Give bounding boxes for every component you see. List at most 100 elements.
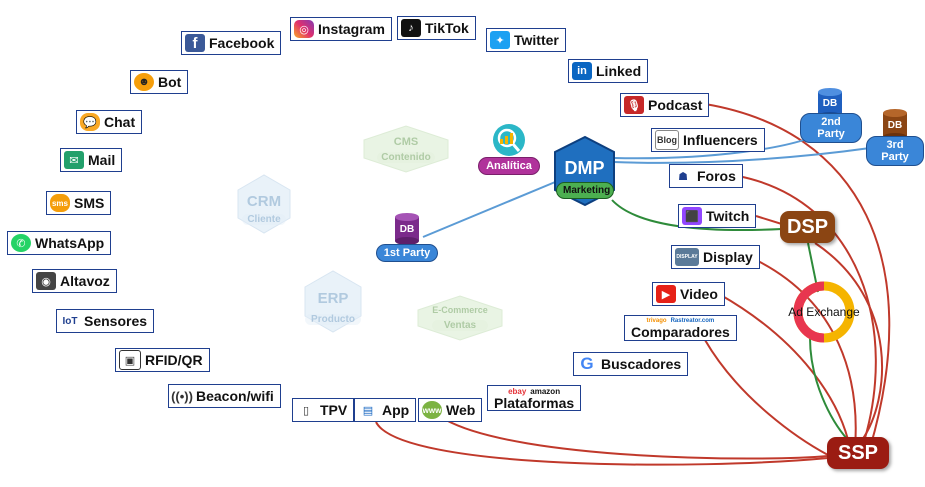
- youtube-icon: ▶: [656, 285, 676, 303]
- channel-label: Foros: [697, 168, 736, 184]
- analytics-label: Analítica: [478, 157, 540, 175]
- erp-hexagon: [304, 270, 362, 333]
- linkedin-icon: in: [572, 62, 592, 80]
- db-2nd-party: 2nd Party: [800, 113, 862, 143]
- channel-display: DISPLAY Display: [671, 245, 760, 269]
- channel-chat: 💬 Chat: [76, 110, 143, 134]
- channel-web: www Web: [418, 398, 483, 422]
- channel-label: App: [382, 402, 410, 418]
- ebay-amazon-icon: ebay amazon: [508, 387, 560, 396]
- link-comparadores-ssp: [704, 339, 829, 456]
- link-foros-ssp: [737, 175, 877, 449]
- cms-hexagon: [363, 125, 449, 173]
- channel-linked: in Linked: [568, 59, 649, 83]
- ad-exchange-label: Ad Exchange: [788, 305, 860, 319]
- beacon-icon: ((•)): [171, 387, 193, 405]
- trivago-logo-text: trivago: [646, 318, 667, 324]
- channel-bot: ☻ Bot: [130, 70, 189, 94]
- channel-podcast: 🎙 Podcast: [620, 93, 710, 117]
- channel-label: Chat: [104, 114, 136, 130]
- mobile-app-icon: ▤: [358, 401, 378, 419]
- db-2nd-cylinder: [818, 88, 842, 120]
- channel-tpv: ▯ TPV: [292, 398, 355, 422]
- iot-icon: IoT: [60, 312, 80, 330]
- channel-comparadores: trivago Rastreator.com Comparadores: [624, 315, 737, 341]
- channel-twitch: ⬛ Twitch: [678, 204, 757, 228]
- channel-label: Linked: [596, 63, 642, 79]
- channel-label: TPV: [320, 402, 348, 418]
- ecommerce-subtitle: Ventas: [432, 320, 488, 331]
- whatsapp-icon: ✆: [11, 234, 31, 252]
- google-icon: G: [577, 354, 597, 373]
- amazon-logo-text: amazon: [530, 387, 561, 396]
- channel-whatsapp: ✆ WhatsApp: [7, 231, 112, 255]
- display-icon: DISPLAY: [675, 248, 699, 266]
- channel-label: Comparadores: [631, 324, 730, 340]
- ssp-box: SSP: [827, 437, 889, 469]
- channel-label: Bot: [158, 74, 182, 90]
- db-2nd-label: DB: [822, 98, 838, 109]
- ad-exchange-logo: [793, 281, 855, 343]
- channel-label: Web: [446, 402, 476, 418]
- db-3rd-party: 3rd Party: [866, 136, 924, 166]
- twitter-icon: ✦: [490, 31, 510, 49]
- db-1st-cylinder: [395, 213, 419, 245]
- bot-icon: ☻: [134, 73, 154, 91]
- forum-icon: ☗: [673, 167, 693, 185]
- channel-video: ▶ Video: [652, 282, 725, 306]
- dmp-title: DMP: [564, 158, 605, 178]
- channel-label: Beacon/wifi: [196, 388, 274, 404]
- channel-label: Mail: [88, 152, 116, 168]
- ecommerce-hexagon: [417, 295, 503, 341]
- facebook-icon: f: [185, 34, 205, 52]
- channel-label: Display: [703, 249, 753, 265]
- erp-subtitle: Producto: [305, 314, 361, 325]
- db-3rd-label: DB: [887, 120, 903, 131]
- channel-label: Instagram: [318, 21, 385, 37]
- channel-label: Facebook: [209, 35, 275, 51]
- channel-facebook: f Facebook: [181, 31, 282, 55]
- channel-label: Plataformas: [494, 395, 575, 411]
- dmp-subtitle: Marketing: [556, 182, 614, 199]
- link-app-ssp: [375, 421, 829, 466]
- channel-label: Twitter: [514, 32, 559, 48]
- speaker-icon: ◉: [36, 272, 56, 290]
- dsp-box: DSP: [780, 211, 835, 243]
- channel-sms: sms SMS: [46, 191, 112, 215]
- channel-buscadores: G Buscadores: [573, 352, 689, 376]
- cms-title: CMS: [393, 136, 419, 148]
- link-dsp-ssp: [814, 242, 883, 441]
- link-dmp-3rdparty: [613, 147, 871, 164]
- instagram-icon: ◎: [294, 20, 314, 38]
- db-1st-party: 1st Party: [376, 244, 438, 262]
- link-display-ssp: [751, 257, 857, 449]
- channel-label: Video: [680, 286, 718, 302]
- db-1st-label: DB: [399, 224, 415, 235]
- link-adexchange-ssp: [809, 337, 849, 441]
- channel-label: Sensores: [84, 313, 148, 329]
- rastreator-logo-text: Rastreator.com: [670, 318, 715, 324]
- channel-instagram: ◎ Instagram: [290, 17, 392, 41]
- channel-label: SMS: [74, 195, 105, 211]
- www-icon: www: [422, 401, 442, 419]
- crm-title: CRM: [246, 193, 282, 210]
- channel-label: TikTok: [425, 20, 469, 36]
- channel-label: Buscadores: [601, 356, 682, 372]
- channel-beacon: ((•)) Beacon/wifi: [168, 384, 281, 408]
- channel-mail: ✉ Mail: [60, 148, 123, 172]
- channel-altavoz: ◉ Altavoz: [32, 269, 117, 293]
- blog-icon: Blog: [655, 130, 679, 150]
- link-video-ssp: [718, 293, 851, 449]
- chat-icon: 💬: [80, 113, 100, 131]
- channel-plataformas: ebay amazon Plataformas: [487, 385, 582, 411]
- ebay-logo-text: ebay: [508, 387, 527, 396]
- sms-icon: sms: [50, 194, 70, 212]
- podcast-icon: 🎙: [624, 96, 644, 114]
- rfid-icon: ▣: [119, 350, 141, 370]
- erp-title: ERP: [317, 290, 349, 307]
- channel-tiktok: ♪ TikTok: [397, 16, 476, 40]
- crm-hexagon: [237, 174, 291, 234]
- twitch-icon: ⬛: [682, 207, 702, 225]
- cms-subtitle: Contenido: [377, 152, 435, 163]
- trivago-rastreator-icon: trivago Rastreator.com: [647, 317, 715, 325]
